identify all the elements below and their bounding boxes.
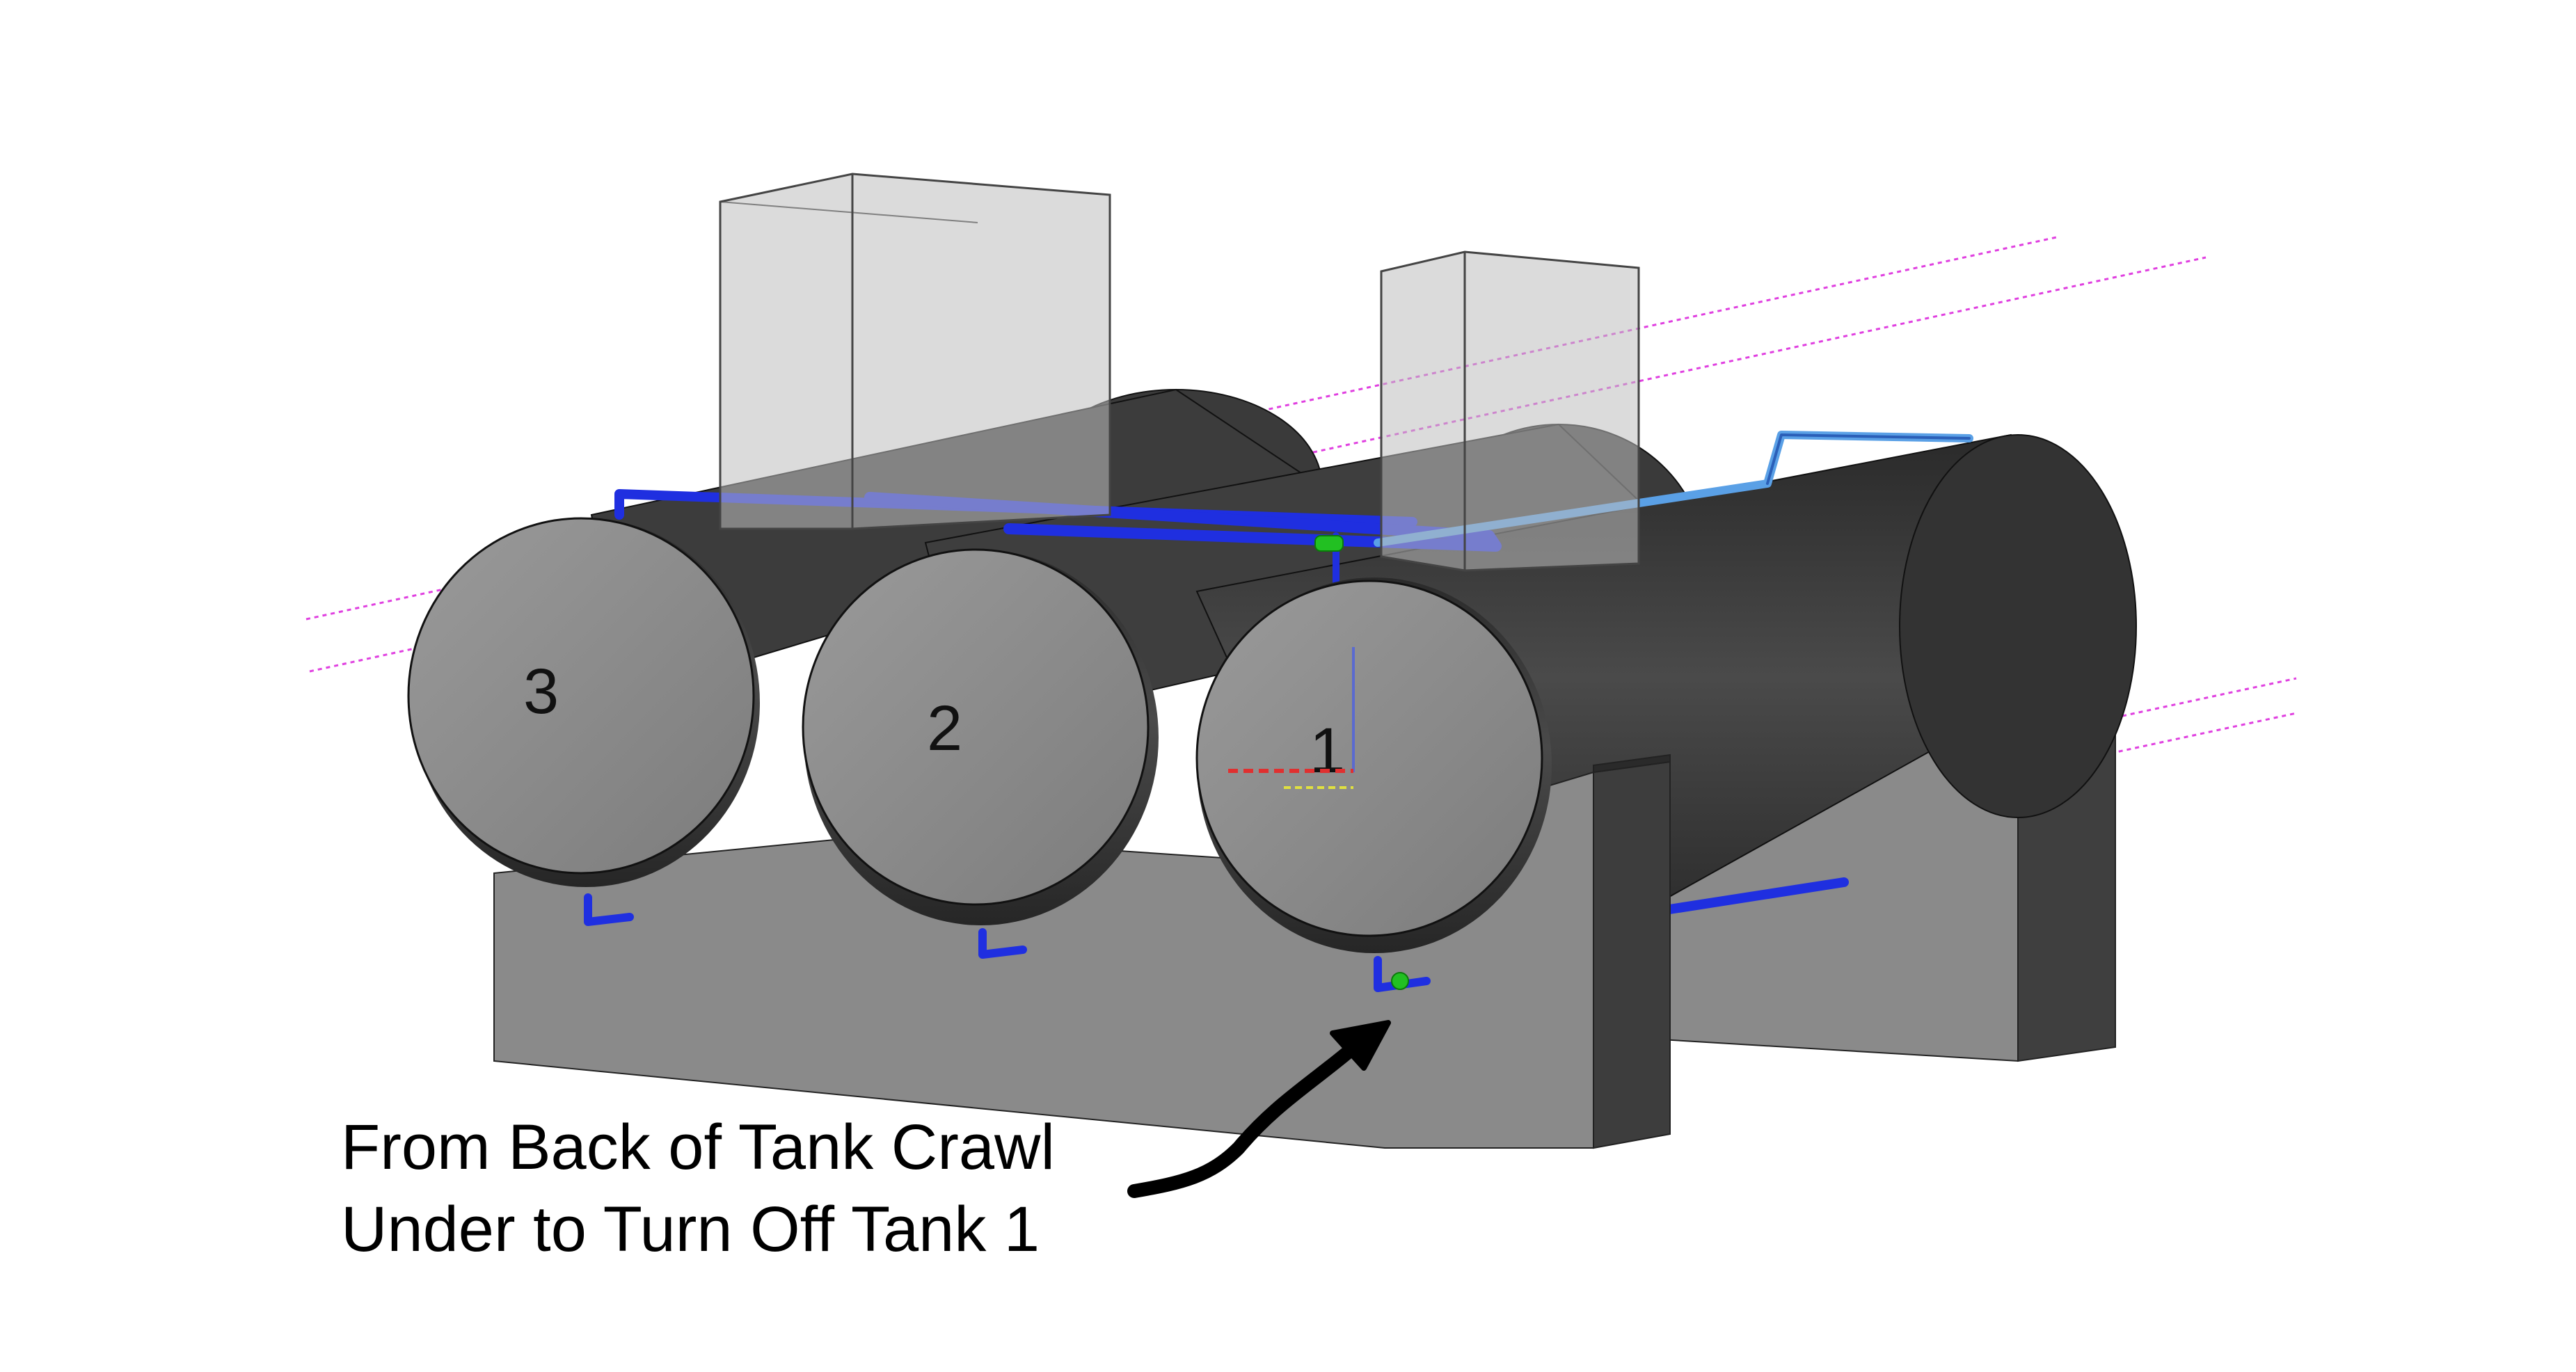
tank-1-face [1195, 580, 1543, 937]
valve-top [1314, 535, 1344, 552]
tank-2-outlet-pipe [978, 928, 1027, 959]
arrow-head-icon [1330, 1020, 1391, 1071]
annotation-note: From Back of Tank Crawl Under to Turn Of… [341, 1106, 1055, 1270]
tank-3: 3 [407, 517, 760, 926]
arrow-shaft [1127, 1044, 1357, 1198]
pipe-light-outline [1766, 433, 1971, 485]
tank-3-label: 3 [523, 656, 559, 727]
tank-3-face [407, 517, 755, 875]
tank-1-valve-icon [1391, 972, 1409, 990]
tank-2-label: 2 [927, 693, 962, 764]
tank-2: 2 [802, 548, 1159, 959]
tank-1-label: 1 [1310, 715, 1345, 786]
tank-1: 1 [1195, 577, 1552, 992]
hood-large [719, 173, 1111, 530]
tank-3-outlet-pipe [584, 893, 634, 926]
annotation-line-2: Under to Turn Off Tank 1 [341, 1194, 1040, 1265]
rear-lower-pipe [1651, 877, 1849, 916]
hand-drawn-arrow [1127, 1020, 1391, 1198]
annotation-line-1: From Back of Tank Crawl [341, 1112, 1055, 1183]
tank-1-outlet-pipe [1374, 956, 1431, 992]
hood-small [1380, 250, 1640, 572]
tank-2-face [802, 548, 1150, 906]
